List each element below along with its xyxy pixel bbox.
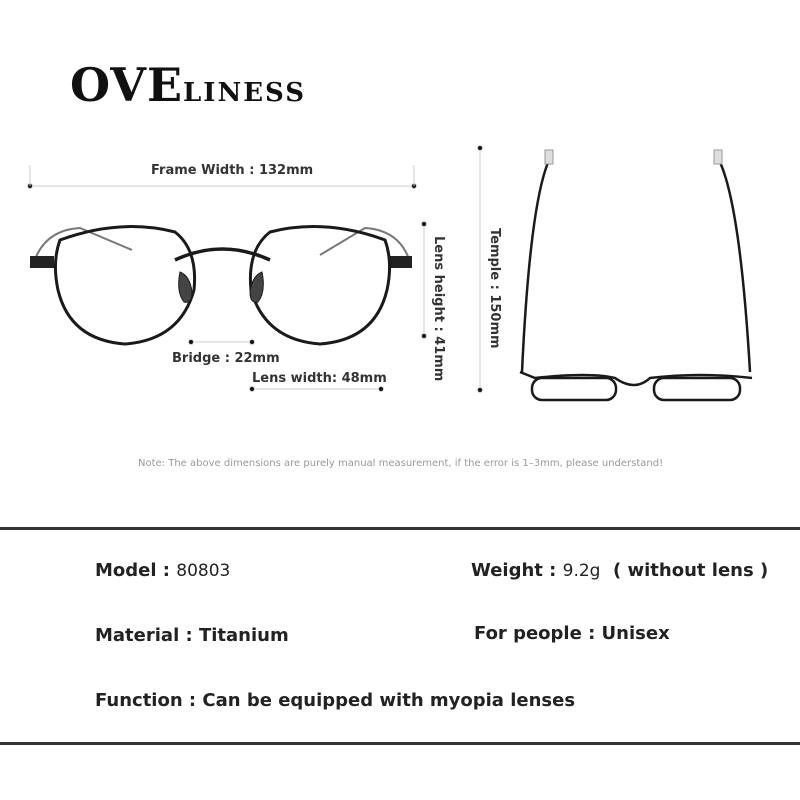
weight-value: 9.2g	[562, 561, 601, 581]
weight-note: ( without lens )	[613, 560, 769, 581]
weight-label: Weight :	[471, 560, 557, 581]
people-value: Unisex	[601, 623, 670, 644]
brand-logo: OVELINESS	[70, 58, 306, 112]
spec-function: Function : Can be equipped with myopia l…	[95, 690, 575, 711]
function-label: Function :	[95, 690, 197, 711]
material-label: Material :	[95, 625, 193, 646]
dimension-lines	[27, 145, 483, 393]
bridge-label: Bridge : 22mm	[172, 351, 280, 366]
function-value: Can be equipped with myopia lenses	[202, 690, 576, 711]
lens-height-label: Lens height : 41mm	[431, 236, 446, 382]
spec-material: Material : Titanium	[95, 625, 289, 646]
lens-width-label: Lens width: 48mm	[252, 371, 387, 386]
spec-weight: Weight : 9.2g ( without lens )	[471, 560, 768, 581]
divider-top	[0, 527, 800, 530]
model-label: Model :	[95, 560, 171, 581]
logo-small: LINESS	[183, 78, 307, 108]
spec-people: For people : Unisex	[474, 623, 670, 644]
spec-model: Model : 80803	[95, 560, 230, 581]
model-value: 80803	[176, 561, 231, 581]
front-view-glasses	[30, 225, 412, 346]
material-value: Titanium	[198, 625, 289, 646]
side-view-glasses	[519, 149, 753, 402]
temple-label: Temple : 150mm	[487, 228, 502, 349]
logo-big: OVE	[70, 58, 184, 112]
measurement-note: Note: The above dimensions are purely ma…	[138, 458, 664, 469]
people-label: For people :	[474, 623, 596, 644]
frame-width-label: Frame Width : 132mm	[151, 163, 314, 178]
divider-bottom	[0, 742, 800, 745]
